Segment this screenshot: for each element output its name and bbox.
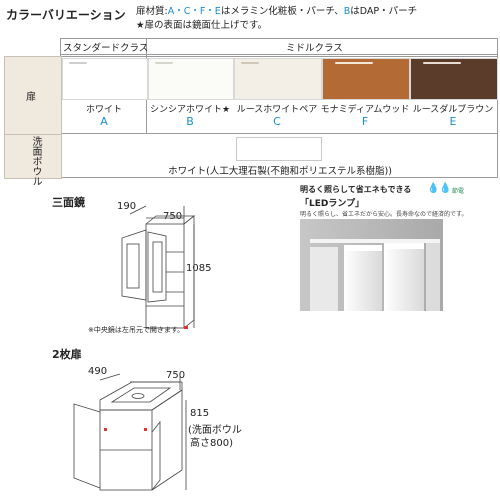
color-letter: E: [449, 115, 457, 128]
color-letter: F: [361, 115, 369, 128]
swatch-mona-medium-wood[interactable]: [322, 58, 410, 100]
led-photo: [300, 219, 443, 311]
swatch-handle: [155, 62, 173, 64]
door2-marker: [144, 428, 147, 431]
swatch-handle: [423, 62, 461, 64]
class-middle-label: ミドルクラス: [286, 43, 343, 54]
mirror3-height: 1085: [186, 263, 212, 274]
bowl-row-label: 洗面ボウル: [28, 136, 43, 190]
mirror3-note: ※中央鏡は左吊元で開きます。: [88, 326, 185, 334]
door2-height-note1: (洗面ボウル: [188, 425, 242, 436]
class-standard-label: スタンダードクラス: [63, 43, 149, 54]
table-line: [60, 38, 498, 39]
note-b: B: [343, 6, 351, 17]
door2-diagram: [73, 373, 187, 491]
color-name: モナミディアムウッド: [320, 105, 410, 115]
note-mid: はメラミン化粧板・パーチ、: [220, 6, 344, 17]
bowl-row-label-cell: [4, 134, 62, 179]
swatch-white[interactable]: [62, 58, 148, 100]
swatch-handle: [335, 62, 373, 64]
bowl-row-label-text: 洗面ボウル: [30, 136, 41, 186]
swatch-cynthia-white[interactable]: [148, 58, 234, 100]
door-row-label: 扉: [26, 92, 36, 103]
door2-height-note2: 高さ800): [190, 438, 233, 449]
door2-title: 2枚扉: [52, 348, 82, 361]
led-headline: 明るく照らして省エネもできる: [300, 185, 412, 194]
table-line: [4, 56, 498, 57]
table-line: [4, 177, 498, 178]
note-end: はDAP・パーチ: [350, 6, 418, 17]
table-line: [4, 133, 498, 134]
color-name: ルースホワイトペア: [236, 105, 318, 115]
bowl-swatch: [236, 137, 322, 161]
led-description: 明るく照らし、省エネだから安心。長寿命なので経済的です。: [300, 211, 468, 218]
color-letter: C: [273, 115, 281, 128]
door-row-label-cell: [4, 56, 62, 135]
finish-note: ★扉の表面は鏡面仕上げです。: [136, 20, 268, 31]
color-letter: B: [186, 115, 194, 128]
water-drop-icon: 💧: [439, 183, 452, 194]
color-name: ホワイト: [85, 105, 122, 115]
swatch-handle: [241, 62, 259, 64]
table-line: [497, 38, 498, 178]
table-line: [60, 54, 498, 55]
swatch-loose-white-pair[interactable]: [234, 58, 322, 100]
water-drop-icon: 💧: [427, 183, 440, 194]
mirror3-depth: 190: [117, 201, 137, 212]
swatch-handle: [69, 62, 87, 64]
mirror3-marker: [184, 326, 188, 329]
color-name: ルースダルブラウン: [412, 105, 494, 115]
color-name: シンシアホワイト★: [149, 105, 231, 115]
swatch-loose-dull-brown[interactable]: [410, 58, 498, 100]
note-acf: A・C・F・E: [167, 6, 221, 17]
door2-depth: 490: [88, 366, 108, 377]
led-badge: 「LEDランプ」: [300, 199, 365, 209]
color-letter: A: [100, 115, 108, 128]
door2-marker: [104, 428, 107, 431]
material-note: 扉材質:A・C・F・Eはメラミン化粧板・パーチ、BはDAP・パーチ ★扉の表面は…: [136, 5, 417, 33]
door2-height: 815: [190, 408, 210, 419]
mirror3-diagram: [121, 205, 196, 329]
mirror3-title: 三面鏡: [52, 196, 85, 209]
bowl-color-text: ホワイト(人工大理石製(不飽和ポリエステル系樹脂)): [168, 166, 392, 177]
door2-width: 750: [166, 370, 186, 381]
saving-label: 節電: [452, 188, 465, 195]
note-prefix: 扉材質:: [136, 6, 168, 17]
page-title: カラーバリエーション: [6, 8, 126, 22]
mirror3-width: 750: [163, 211, 183, 222]
